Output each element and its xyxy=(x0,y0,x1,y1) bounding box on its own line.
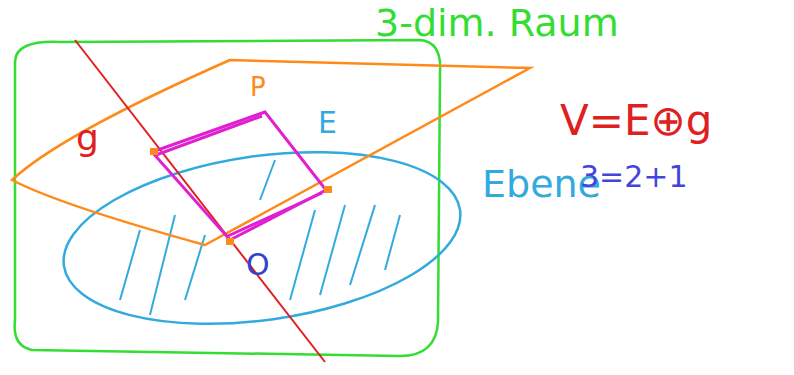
space-label: 3-dim. Raum xyxy=(375,4,619,42)
line-g xyxy=(75,40,325,362)
point-marks xyxy=(150,148,332,245)
plane-parallelogram xyxy=(12,60,530,245)
space-outline xyxy=(15,40,441,356)
magenta-parallelogram xyxy=(152,112,326,240)
dimension-label: 3=2+1 xyxy=(580,162,688,192)
line-label: g xyxy=(76,120,99,156)
plane-ellipse xyxy=(53,129,472,347)
origin-label: O xyxy=(246,250,270,280)
formula-label: V=E⊕g xyxy=(560,100,712,142)
point-label: P xyxy=(250,74,266,100)
plane-letter: E xyxy=(318,108,337,138)
plane-hatching xyxy=(120,160,400,315)
